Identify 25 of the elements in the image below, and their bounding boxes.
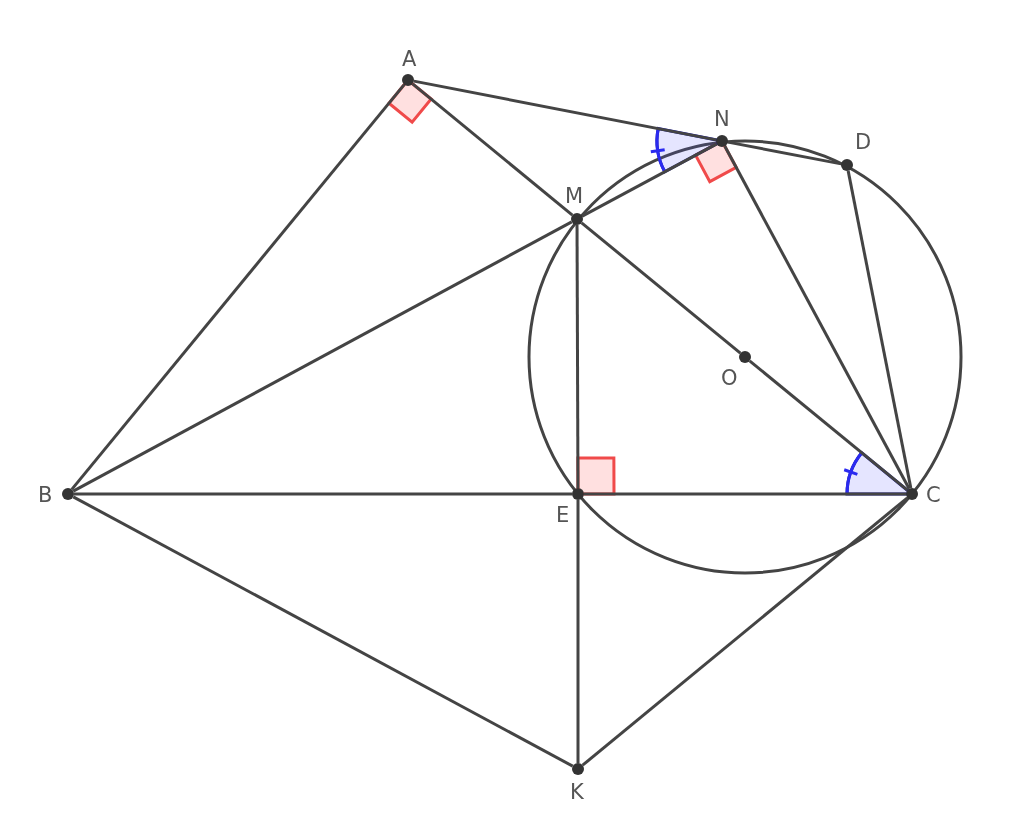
point-label: D [855,131,872,153]
line-segment [72,220,573,493]
line-segment [70,83,406,491]
line-segment [581,142,718,218]
line-segment [581,496,909,767]
point-label: N [714,108,730,130]
line-segment [846,170,913,489]
point-label: A [402,48,417,70]
point-label: M [565,185,584,207]
line-segment [74,492,572,496]
line-segment [413,79,717,142]
line-segment [723,145,911,490]
line-segment [575,225,580,488]
point-label: O [721,367,738,389]
line-segment [580,221,742,355]
line-segment [411,82,574,217]
line-segment [72,495,574,768]
point-label: K [570,781,584,803]
line-segment [748,359,909,492]
point-label: C [926,484,941,506]
point-label: B [38,484,53,506]
line-segment [584,492,906,496]
line-segment [576,500,580,763]
point-label: E [556,504,570,526]
line-segment [727,140,842,166]
